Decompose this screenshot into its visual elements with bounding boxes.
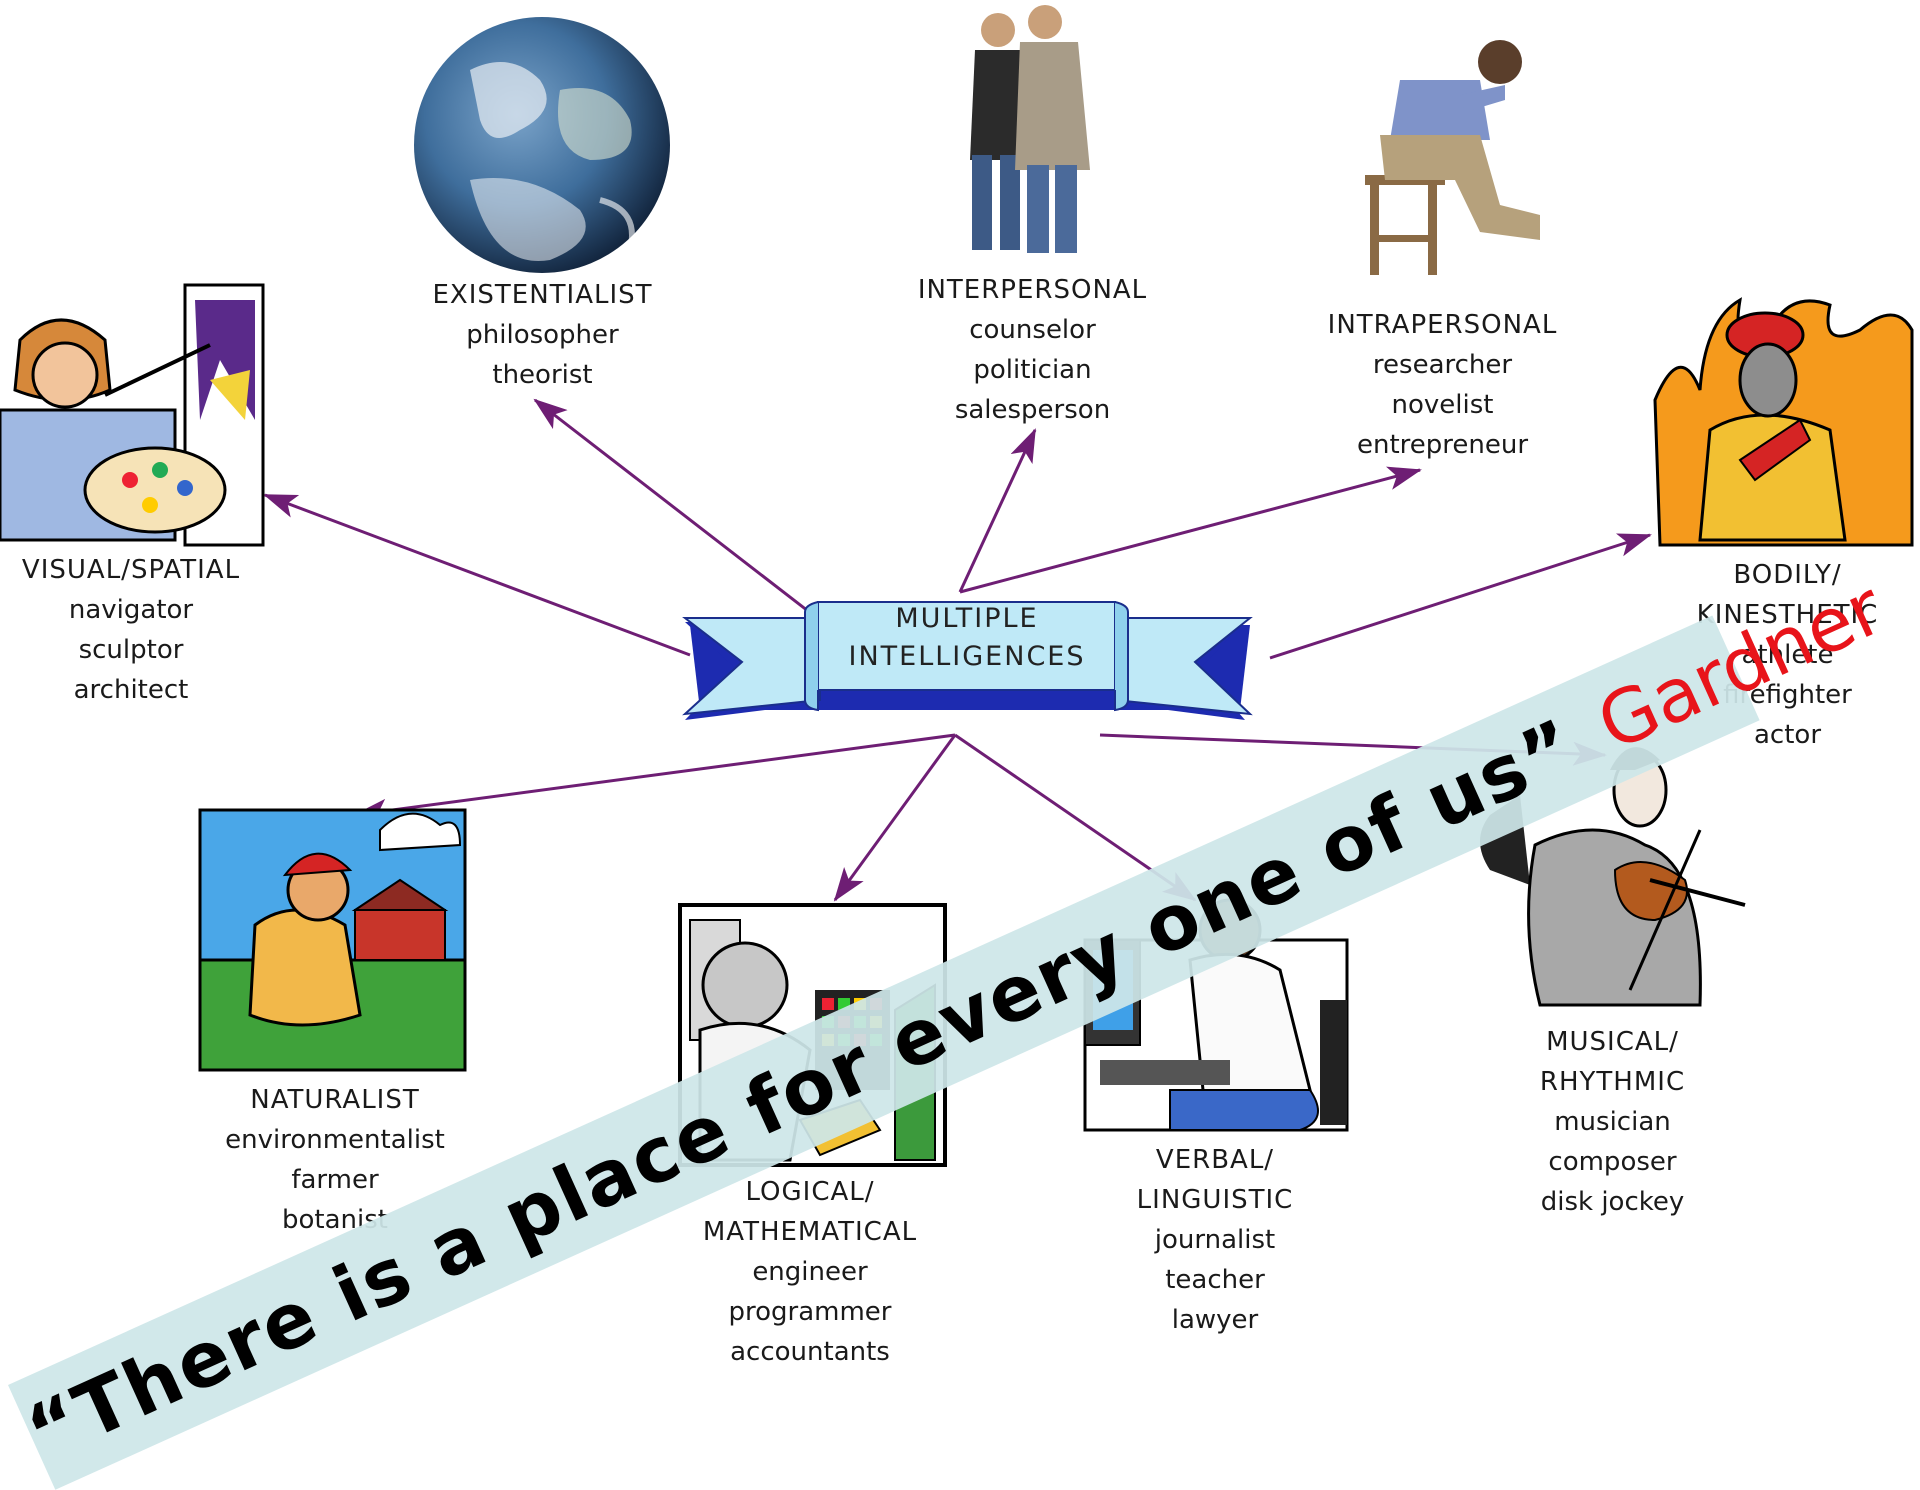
role: disk jockey <box>1540 1187 1685 1217</box>
globe-icon <box>414 17 670 273</box>
role: architect <box>73 675 189 705</box>
logical-title-line2: MATHEMATICAL <box>702 1217 918 1247</box>
musical-title-line1: MUSICAL/ <box>1546 1027 1679 1057</box>
role: actor <box>1753 720 1822 750</box>
visual-spatial-label: VISUAL/SPATIAL navigator sculptor archit… <box>0 550 262 710</box>
role: researcher <box>1372 350 1513 380</box>
farmer-icon <box>198 808 467 1072</box>
arrow-logical <box>833 734 957 902</box>
verbal-title-line2: LINGUISTIC <box>1136 1185 1294 1215</box>
arrow-bodily-kinesthetic <box>1269 533 1652 660</box>
logical-title-line1: LOGICAL/ <box>745 1177 875 1207</box>
role: programmer <box>728 1297 892 1327</box>
verbal-title-line1: VERBAL/ <box>1155 1145 1275 1175</box>
painter-icon <box>0 283 265 547</box>
role: novelist <box>1391 390 1494 420</box>
bodily-kinesthetic-label: BODILY/ KINESTHETIC athlete firefighter … <box>1665 555 1910 755</box>
center-title-line2: INTELLIGENCES <box>848 641 1086 672</box>
center-title: MULTIPLE INTELLIGENCES <box>822 600 1112 676</box>
bodily-title-line1: BODILY/ <box>1733 560 1842 590</box>
role: salesperson <box>954 395 1111 425</box>
role: athlete <box>1741 640 1834 670</box>
arrow-naturalist <box>353 733 956 823</box>
center-ribbon <box>682 601 1253 720</box>
intrapersonal-label: INTRAPERSONAL researcher novelist entrep… <box>1295 305 1590 465</box>
role: sculptor <box>78 635 184 665</box>
verbal-linguistic-label: VERBAL/ LINGUISTIC journalist teacher la… <box>1085 1140 1345 1340</box>
role: lawyer <box>1171 1305 1259 1335</box>
naturalist-title: NATURALIST <box>250 1085 420 1115</box>
musical-title-line2: RHYTHMIC <box>1539 1067 1686 1097</box>
interpersonal-label: INTERPERSONAL counselor politician sales… <box>880 270 1185 430</box>
arrow-existentialist <box>533 398 831 630</box>
role: counselor <box>969 315 1096 345</box>
role: musician <box>1554 1107 1671 1137</box>
role: entrepreneur <box>1356 430 1529 460</box>
diagram: EXISTENTIALIST philosopher theorist INTE… <box>0 5 1914 1490</box>
interpersonal-title: INTERPERSONAL <box>917 275 1148 305</box>
center-title-line1: MULTIPLE <box>895 603 1039 634</box>
role: philosopher <box>466 320 619 350</box>
thinker-icon <box>1365 40 1540 275</box>
logical-mathematical-label: LOGICAL/ MATHEMATICAL engineer programme… <box>665 1172 955 1372</box>
musical-rhythmic-label: MUSICAL/ RHYTHMIC musician composer disk… <box>1485 1022 1740 1222</box>
firefighter-icon <box>1653 297 1914 547</box>
role: navigator <box>68 595 194 625</box>
couple-icon <box>970 5 1090 253</box>
role: farmer <box>291 1165 379 1195</box>
visual-spatial-title: VISUAL/SPATIAL <box>21 555 241 585</box>
role: composer <box>1548 1147 1677 1177</box>
role: theorist <box>492 360 593 390</box>
arrow-visual-spatial <box>263 493 691 657</box>
role: accountants <box>730 1337 890 1367</box>
intrapersonal-title: INTRAPERSONAL <box>1327 310 1558 340</box>
role: environmentalist <box>225 1125 445 1155</box>
arrow-interpersonal <box>958 428 1037 593</box>
arrow-intrapersonal <box>959 466 1422 594</box>
role: teacher <box>1165 1265 1265 1295</box>
bodily-title-line2: KINESTHETIC <box>1696 600 1879 630</box>
existentialist-label: EXISTENTIALIST philosopher theorist <box>400 275 685 395</box>
role: journalist <box>1154 1225 1276 1255</box>
existentialist-title: EXISTENTIALIST <box>432 280 653 310</box>
role: engineer <box>752 1257 868 1287</box>
naturalist-label: NATURALIST environmentalist farmer botan… <box>195 1080 475 1240</box>
role: politician <box>973 355 1092 385</box>
